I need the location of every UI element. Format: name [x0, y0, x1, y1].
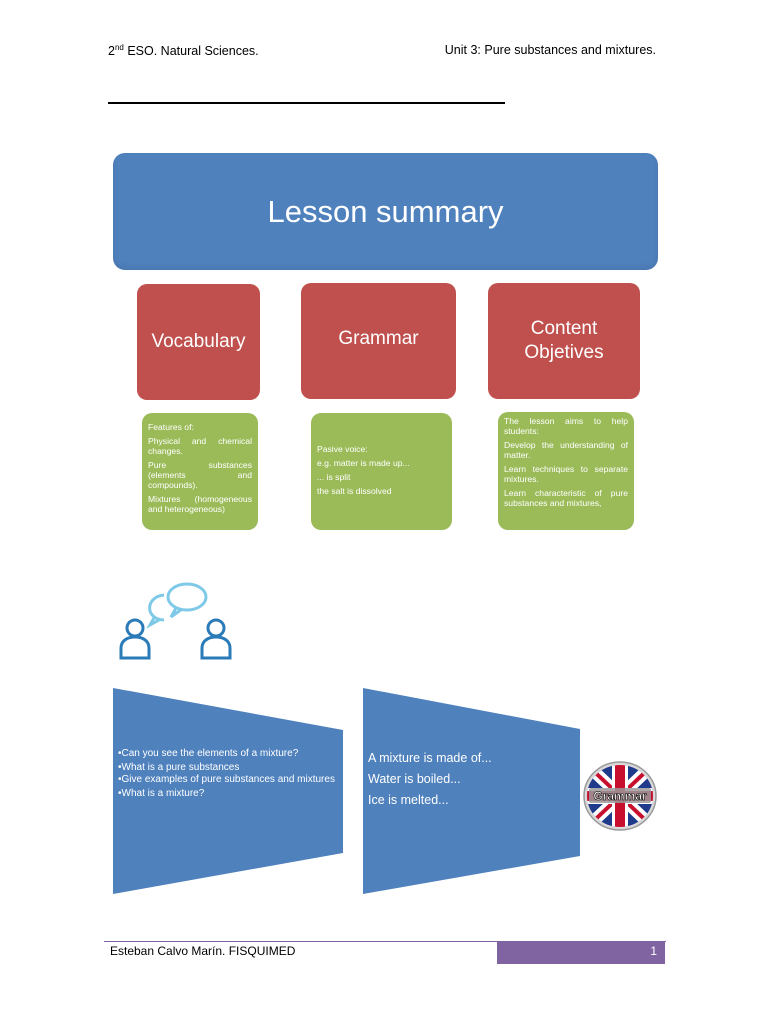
vocabulary-item: Mixtures (homogeneous and heterogeneous) [148, 494, 252, 514]
category-content-label-line2: Objetives [524, 342, 604, 363]
header-course: 2nd ESO. Natural Sciences. [108, 43, 259, 58]
grammar-item: e.g. matter is made up... [317, 458, 410, 468]
lesson-summary-title-text: Lesson summary [267, 193, 504, 229]
questions-list: •Can you see the elements of a mixture? … [118, 748, 338, 802]
header-rule [108, 102, 505, 104]
category-content-objectives: Content Objetives [488, 283, 640, 399]
vocabulary-item: Physical and chemical changes. [148, 436, 252, 456]
header-unit: Unit 3: Pure substances and mixtures. [444, 43, 656, 57]
category-vocabulary: Vocabulary [137, 284, 260, 400]
grammar-item: ... is split [317, 472, 351, 482]
conversation-icon [119, 582, 232, 660]
question-item: •Give examples of pure substances and mi… [118, 774, 335, 785]
vocabulary-item: Pure substances (elements and compounds)… [148, 460, 252, 490]
category-content-label-line1: Content [530, 318, 598, 339]
grammar-badge-icon: Grammar [583, 761, 657, 831]
grammar-item: the salt is dissolved [317, 486, 392, 496]
category-grammar: Grammar [301, 283, 456, 399]
grammar-details: Pasive voice: e.g. matter is made up... … [311, 413, 452, 530]
content-item: The lesson aims to help students: [504, 416, 628, 436]
footer-author: Esteban Calvo Marín. FISQUIMED [110, 944, 296, 958]
question-item: •What is a pure substances [118, 762, 240, 773]
content-item: Develop the understanding of matter. [504, 440, 628, 460]
grammar-badge-label: Grammar [593, 789, 647, 803]
question-item: •Can you see the elements of a mixture? [118, 748, 299, 759]
grammar-examples-list: A mixture is made of... Water is boiled.… [368, 751, 568, 814]
category-grammar-label: Grammar [338, 328, 419, 349]
lesson-summary-title: Lesson summary [113, 153, 658, 270]
content-item: Learn characteristic of pure substances … [504, 488, 628, 508]
footer-page-number: 1 [497, 942, 665, 964]
grammar-example-item: A mixture is made of... [368, 751, 492, 765]
footer-rule [104, 941, 666, 942]
grammar-item: Pasive voice: [317, 444, 368, 454]
vocabulary-item: Features of: [148, 422, 194, 432]
grammar-example-item: Ice is melted... [368, 793, 449, 807]
category-vocabulary-label: Vocabulary [151, 331, 246, 352]
vocabulary-details: Features of: Physical and chemical chang… [142, 413, 258, 530]
grammar-example-item: Water is boiled... [368, 772, 461, 786]
question-item: •What is a mixture? [118, 788, 205, 799]
content-item: Learn techniques to separate mixtures. [504, 464, 628, 484]
content-objectives-details: The lesson aims to help students: Develo… [498, 412, 634, 530]
